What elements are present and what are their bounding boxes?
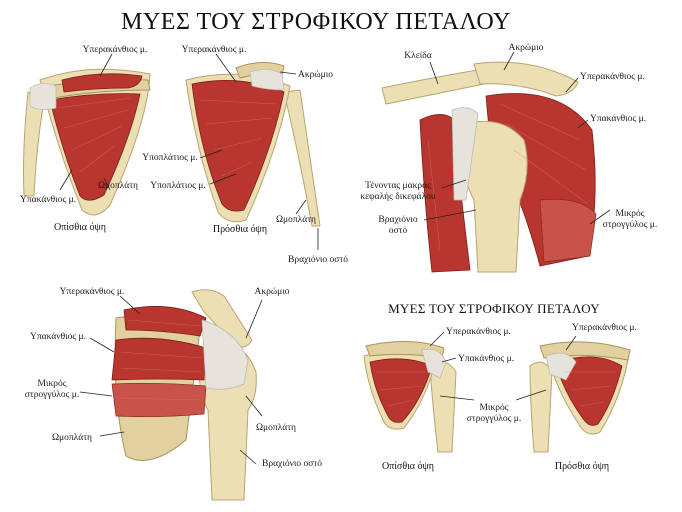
- acromion-bone: [473, 61, 579, 97]
- label-infraspinatus: Υπακάνθιος μ.: [20, 195, 76, 205]
- label-scapula: Ωμοπλάτη: [98, 181, 138, 191]
- label-infraspinatus: Υπακάνθιος μ.: [458, 354, 514, 364]
- label-subscapularis-2: Υποπλάτιος μ.: [150, 181, 206, 191]
- caption-anterior: Πρόσθια όψη: [213, 224, 267, 235]
- panel-lateral-closeup: Υπερακάνθιος μ. Ακρώμιο Υπακάνθιος μ. Μι…: [25, 287, 322, 501]
- subtitle: ΜΥΕΣ ΤΟΥ ΣΤΡΟΦΙΚΟΥ ΠΕΤΑΛΟΥ: [388, 301, 600, 316]
- tendon: [545, 352, 577, 381]
- label-scapula-left: Ωμοπλάτη: [52, 433, 92, 443]
- label-teres-minor-1: Μικρός: [37, 379, 66, 389]
- muscle-fibers: [376, 371, 426, 407]
- label-supraspinatus-right: Υπερακάνθιος μ.: [572, 323, 637, 333]
- subscapularis-muscle: [555, 356, 623, 426]
- label-teres-minor-2: στρογγύλος μ.: [603, 220, 658, 230]
- caption-posterior: Οπίσθια όψη: [54, 222, 106, 233]
- label-supraspinatus: Υπερακάνθιος μ.: [83, 45, 148, 55]
- label-humerus-2: οστό: [389, 226, 408, 236]
- label-biceps-tendon-2: κεφαλής δικεφάλου: [360, 192, 435, 202]
- label-acromion: Ακρώμιο: [254, 287, 289, 297]
- muscle-fibers: [57, 97, 131, 173]
- label-scapula-right: Ωμοπλάτη: [256, 423, 296, 433]
- label-humerus-1: Βραχιόνιο: [378, 215, 417, 225]
- label-infraspinatus: Υπακάνθιος μ.: [30, 332, 86, 342]
- panel-anterior-view: Υπερακάνθιος μ. Ακρώμιο Υποπλάτιος μ. Υπ…: [142, 45, 348, 265]
- humerus-bone: [283, 89, 321, 227]
- label-humerus: Βραχιόνιο οστό: [288, 255, 348, 265]
- label-subscapularis-1: Υποπλάτιος μ.: [142, 153, 198, 163]
- panel-posterior-view: Υπερακάνθιος μ. Υπακάνθιος μ. Ωμοπλάτη Ο…: [20, 45, 151, 233]
- muscle-fibers: [119, 319, 203, 401]
- label-biceps-tendon-1: Τένοντας μακράς: [365, 181, 431, 191]
- caption-anterior-small: Πρόσθια όψη: [555, 461, 609, 472]
- panel-small-anterior: Υπερακάνθιος μ. Πρόσθια όψη: [529, 323, 637, 472]
- label-supraspinatus-left: Υπερακάνθιος μ.: [446, 327, 511, 337]
- main-title: ΜΥΕΣ ΤΟΥ ΣΤΡΟΦΙΚΟΥ ΠΕΤΑΛΟΥ: [121, 9, 511, 35]
- muscle-fibers: [564, 371, 616, 407]
- humerus-bone: [23, 91, 45, 197]
- biceps-tendon: [451, 107, 479, 201]
- label-teres-minor-1: Μικρός: [615, 209, 644, 219]
- panel-shoulder-closeup: Κλείδα Ακρώμιο Υπερακάνθιος μ. Υπακάνθιο…: [360, 43, 658, 273]
- label-humerus: Βραχιόνιο οστό: [262, 459, 322, 469]
- infraspinatus-muscle: [369, 358, 433, 423]
- supraspinatus-muscle: [61, 73, 143, 93]
- infraspinatus-muscle: [49, 93, 141, 201]
- tendon: [201, 319, 249, 390]
- label-infraspinatus: Υπακάνθιος μ.: [590, 114, 646, 124]
- tendon: [421, 348, 447, 379]
- muscle-fibers: [199, 99, 277, 177]
- left-muscle-mass: [419, 114, 471, 273]
- teres-minor-muscle: [539, 198, 597, 263]
- muscle-fibers: [427, 103, 589, 251]
- label-teres-minor-2: στρογγύλος μ.: [467, 414, 522, 424]
- label-teres-minor-2: στρογγύλος μ.: [25, 390, 80, 400]
- tendon: [29, 83, 57, 110]
- label-supraspinatus: Υπερακάνθιος μ.: [60, 287, 125, 297]
- label-supraspinatus: Υπερακάνθιος μ.: [182, 45, 247, 55]
- infraspinatus-muscle: [111, 337, 207, 381]
- label-scapula: Ωμοπλάτη: [276, 215, 316, 225]
- tendon: [249, 69, 285, 91]
- label-acromion: Ακρώμιο: [508, 43, 543, 53]
- caption-posterior-small: Οπίσθια όψη: [382, 461, 434, 472]
- teres-minor-muscle: [111, 382, 207, 418]
- humerus-bone: [429, 361, 457, 453]
- label-teres-minor-1: Μικρός: [479, 403, 508, 413]
- label-supraspinatus: Υπερακάνθιος μ.: [580, 72, 645, 82]
- label-clavicle: Κλείδα: [404, 51, 431, 61]
- label-acromion: Ακρώμιο: [298, 70, 333, 80]
- panel-small-posterior: Υπερακάνθιος μ. Υπακάνθιος μ. Οπίσθια όψ…: [363, 327, 514, 472]
- humerus-bone: [529, 361, 553, 453]
